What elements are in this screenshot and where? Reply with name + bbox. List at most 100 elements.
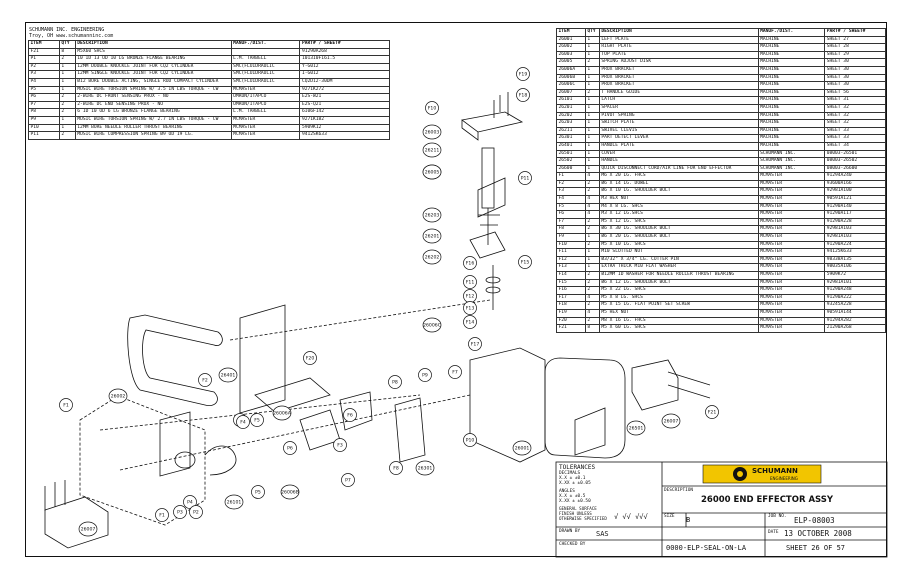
logo-text: SCHUMANN	[752, 467, 798, 475]
tol-x: X.X ± ±0.1	[559, 476, 586, 481]
callout-bubble: P3	[173, 505, 187, 519]
callout-label: 26006A	[273, 411, 292, 417]
callout-circle	[333, 438, 347, 452]
drawing-title: 26000 END EFFECTOR ASSY	[701, 495, 834, 505]
callout-label: F18	[519, 93, 528, 99]
bom-cell: MCMASTER	[230, 131, 301, 140]
callout-bubble: P8	[388, 375, 402, 389]
callout-bubble: F11	[463, 275, 477, 289]
callout-bubble: 26006B	[280, 484, 300, 500]
callout-circle	[283, 441, 297, 455]
callout-label: F19	[519, 72, 528, 78]
callout-label: F17	[471, 342, 480, 348]
callout-label: P8	[392, 380, 398, 386]
block-screws	[44, 480, 66, 511]
date-value: 13 OCTOBER 2008	[784, 529, 852, 538]
callout-label: F20	[306, 356, 315, 362]
callout-circle	[463, 433, 477, 447]
callout-circle	[303, 351, 317, 365]
top-plate	[461, 111, 524, 133]
callout-label: 26006C	[423, 323, 441, 329]
pivot-spring	[469, 231, 506, 259]
callout-bubble: P6	[283, 441, 297, 455]
callout-bubble: P7	[341, 473, 355, 487]
callout-label: F3	[337, 443, 343, 449]
handle	[127, 314, 223, 407]
bom-cell: MUSIC WIRE COMPRESSION SPRING Ø9 OD 19 L…	[74, 131, 232, 140]
callout-label: P7	[345, 478, 351, 484]
job-number: ELP-08003	[794, 516, 835, 525]
callout-bubble: 26203	[422, 207, 442, 223]
callout-bubble: F1	[155, 508, 169, 522]
assembly-lines	[99, 299, 491, 471]
callout-circle	[422, 142, 442, 158]
callout-label: 26003	[425, 130, 440, 136]
callout-circle	[422, 249, 442, 265]
callout-bubble: F8	[389, 461, 403, 475]
callout-label: F6	[347, 413, 353, 419]
logo-box	[702, 464, 822, 484]
callout-label: P6	[287, 446, 293, 452]
callout-label: 26201	[425, 234, 440, 240]
callout-label: 26211	[425, 148, 440, 154]
callout-label: 26001	[515, 446, 530, 452]
angles-label: ANGLES	[559, 489, 575, 494]
callout-circle	[173, 505, 187, 519]
callout-label: P4	[187, 500, 193, 506]
cylinder-p4	[159, 411, 191, 477]
callout-bubble: F4	[236, 415, 250, 429]
callout-bubble: F7	[448, 365, 462, 379]
cover	[544, 357, 626, 459]
callout-circle	[272, 405, 292, 421]
callout-bubble: F21	[705, 405, 719, 419]
job-label: JOB NO.	[768, 514, 787, 519]
callout-label: 26401	[221, 373, 236, 379]
callout-circle	[512, 440, 532, 456]
title-block-frame	[555, 461, 888, 558]
bom-cell: 21290A268	[824, 324, 886, 333]
callout-bubble: 26211	[422, 142, 442, 158]
callout-bubble: P2	[189, 505, 203, 519]
description-label: DESCRIPTION	[664, 488, 694, 493]
latch	[254, 377, 331, 413]
callout-circle	[463, 315, 477, 329]
callout-bubble: F18	[516, 88, 530, 102]
callout-label: 26002	[111, 394, 126, 400]
cover-recess	[574, 407, 606, 456]
callout-label: P10	[466, 438, 475, 444]
callout-circle	[516, 67, 530, 81]
callout-circle	[626, 420, 646, 436]
callout-bubble: 26202	[422, 249, 442, 265]
callout-bubble: 26006A	[272, 405, 292, 421]
callout-bubble: 26003	[422, 124, 442, 140]
callout-label: P11	[521, 176, 530, 182]
callout-bubble: 26001	[512, 440, 532, 456]
callout-label: F5	[254, 418, 260, 424]
callout-bubble: 26401	[218, 367, 238, 383]
callout-circle	[518, 171, 532, 185]
drawn-by-value: SAS	[596, 530, 609, 538]
callout-label: F13	[466, 306, 475, 312]
drawn-by-label: DRAWN BY	[559, 529, 581, 534]
tolerances-label: TOLERANCES	[559, 464, 596, 471]
callout-bubble: F1	[59, 398, 73, 412]
callout-circle	[108, 388, 128, 404]
callout-label: F2	[202, 378, 208, 384]
guide-screws	[667, 371, 711, 399]
callout-bubble: F17	[468, 337, 482, 351]
callout-circle	[422, 207, 442, 223]
checked-by-label: CHECKED BY	[559, 542, 586, 547]
callout-circle	[280, 484, 300, 500]
callout-label: 26007	[81, 527, 96, 533]
callout-label: F14	[466, 320, 475, 326]
callout-bubble: P5	[251, 485, 265, 499]
handle-plate	[239, 304, 286, 414]
top-plate-side	[461, 120, 479, 141]
callout-label: F15	[521, 260, 530, 266]
guide-block-left	[44, 496, 109, 549]
